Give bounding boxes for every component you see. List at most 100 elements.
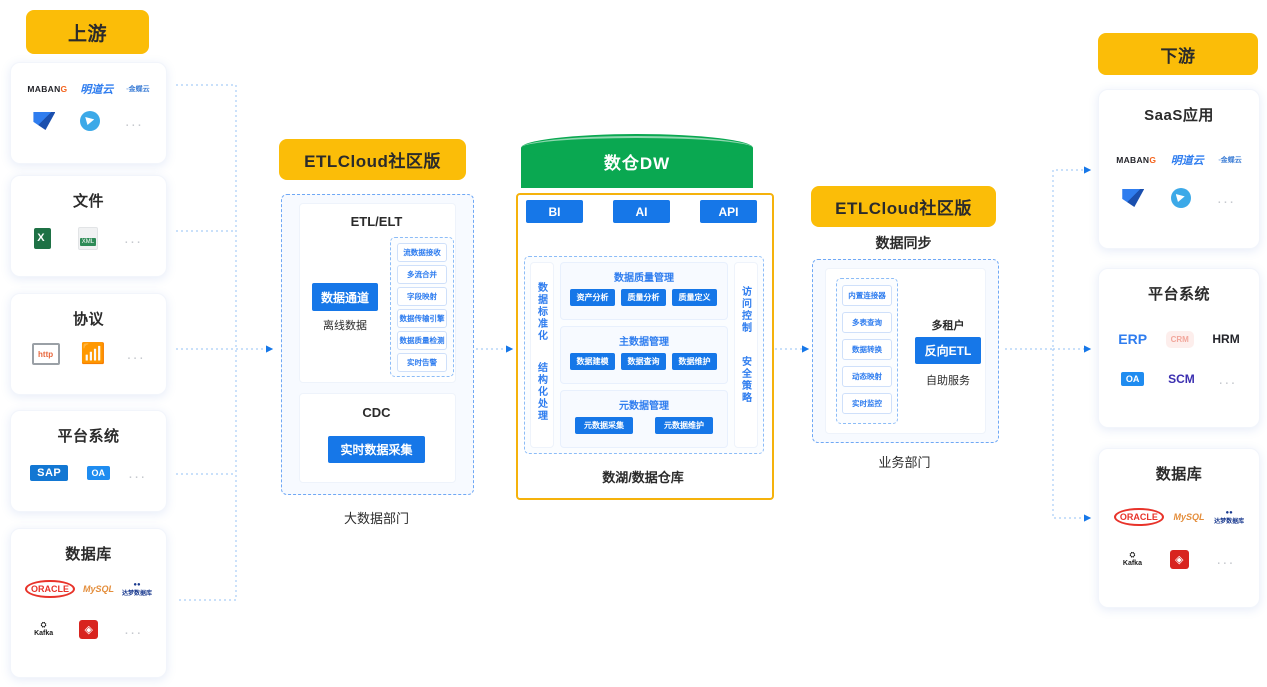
standardization-label-1: 数据标准化 bbox=[535, 282, 547, 342]
downstream-card-platform: 平台系统 ERP CRM HRM OA SCM ... bbox=[1098, 268, 1260, 428]
downstream-badge: 下游 bbox=[1098, 33, 1258, 75]
etlcloud-left-badge-label: ETLCloud社区版 bbox=[304, 152, 441, 171]
output-ai[interactable]: AI bbox=[613, 200, 670, 223]
scm-icon: SCM bbox=[1168, 372, 1195, 386]
more-dots: ... bbox=[124, 229, 143, 247]
output-bi[interactable]: BI bbox=[526, 200, 583, 223]
etl-left-caption: 大数据部门 bbox=[343, 511, 409, 526]
metadata-chip: 元数据维护 bbox=[655, 417, 713, 434]
reverse-etl-button[interactable]: 反向ETL bbox=[915, 337, 981, 364]
master-data-panel-title: 主数据管理 bbox=[619, 337, 669, 348]
more-dots: ... bbox=[126, 345, 146, 363]
upstream-badge: 上游 bbox=[26, 10, 149, 54]
oracle-icon: ORACLE bbox=[1113, 504, 1164, 530]
sync-chip: 数据转换 bbox=[842, 339, 892, 360]
downstream-badge-label: 下游 bbox=[1160, 46, 1196, 66]
more-dots: ... bbox=[125, 112, 144, 130]
standardization-label-2: 结构化处理 bbox=[535, 362, 547, 422]
mingdaoyun-icon: 明道云 bbox=[80, 84, 114, 96]
redis-icon: ◈ bbox=[79, 616, 99, 642]
card-title: 平台系统 bbox=[1147, 286, 1210, 303]
etlcloud-right-badge: ETLCloud社区版 bbox=[811, 186, 996, 227]
upstream-card-saas: MABANG 明道云 ◦金蝶云 ... bbox=[10, 62, 167, 164]
master-chip: 数据查询 bbox=[621, 353, 666, 370]
feature-chip: 数据传输引擎 bbox=[397, 309, 447, 328]
realtime-collect-button[interactable]: 实时数据采集 bbox=[328, 436, 425, 463]
more-dots: ... bbox=[1218, 370, 1238, 388]
quality-chip: 质量分析 bbox=[621, 289, 666, 306]
etl-right-caption: 业务部门 bbox=[878, 455, 931, 470]
more-dots: ... bbox=[124, 620, 143, 638]
mabang-icon: MABANG bbox=[27, 84, 68, 94]
etlcloud-right-badge-label: ETLCloud社区版 bbox=[835, 199, 972, 218]
dameng-icon: ●●达梦数据库 bbox=[121, 581, 152, 597]
kafka-icon: ⛭Kafka bbox=[1122, 551, 1142, 567]
upstream-badge-label: 上游 bbox=[67, 23, 107, 45]
sync-feature-list: 内置连接器 多表查询 数据转换 动态映射 实时监控 bbox=[836, 278, 898, 424]
mysql-icon: MySQL bbox=[1173, 512, 1205, 522]
more-dots: ... bbox=[1216, 550, 1236, 568]
jindieyun-icon: ◦金蝶云 bbox=[126, 86, 150, 93]
master-data-panel: 主数据管理 数据建模 数据查询 数据维护 bbox=[560, 326, 728, 384]
upstream-card-platform: 平台系统 SAP OA ... bbox=[10, 410, 167, 512]
card-title: 平台系统 bbox=[57, 428, 120, 445]
metadata-panel-title: 元数据管理 bbox=[619, 401, 669, 412]
dingtalk-icon bbox=[1122, 185, 1145, 211]
rss-icon: 📶 bbox=[80, 343, 106, 365]
sync-chip: 实时监控 bbox=[842, 393, 892, 414]
quality-chip: 资产分析 bbox=[570, 289, 615, 306]
feature-chip: 实时告警 bbox=[397, 353, 447, 372]
feature-chip: 字段映射 bbox=[397, 287, 447, 306]
upstream-card-file: 文件 ... bbox=[10, 175, 167, 277]
mabang-icon: MABANG bbox=[1116, 155, 1157, 165]
dw-label: 数仓DW bbox=[603, 153, 671, 173]
multitenant-label: 多租户 bbox=[931, 320, 965, 332]
mysql-icon: MySQL bbox=[82, 584, 114, 594]
downstream-card-database: 数据库 ORACLE MySQL ●●达梦数据库 ⛭Kafka ◈ ... bbox=[1098, 448, 1260, 608]
http-icon: http bbox=[31, 341, 60, 367]
quality-panel: 数据质量管理 资产分析 质量分析 质量定义 bbox=[560, 262, 728, 320]
card-title: 文件 bbox=[72, 193, 104, 210]
selfservice-label: 自助服务 bbox=[926, 375, 970, 387]
upstream-card-protocol: 协议 http 📶 ... bbox=[10, 293, 167, 395]
etlcloud-left-badge: ETLCloud社区版 bbox=[279, 139, 466, 180]
hrm-icon: HRM bbox=[1212, 332, 1240, 346]
card-title: 数据库 bbox=[1155, 466, 1203, 483]
quality-chip: 质量定义 bbox=[672, 289, 717, 306]
card-title: 数据库 bbox=[65, 546, 112, 563]
downstream-card-saas: SaaS应用 MABANG 明道云 ◦金蝶云 ... bbox=[1098, 89, 1260, 249]
sync-chip: 多表查询 bbox=[842, 312, 892, 333]
data-channel-button[interactable]: 数据通道 bbox=[312, 283, 378, 311]
etl-feature-list: 流数据接收 多流合并 字段映射 数据传输引擎 数据质量检测 实时告警 bbox=[390, 237, 454, 377]
sync-chip: 动态映射 bbox=[842, 366, 892, 387]
offline-data-label: 离线数据 bbox=[323, 320, 367, 332]
quality-panel-title: 数据质量管理 bbox=[614, 273, 674, 284]
feature-chip: 多流合并 bbox=[397, 265, 447, 284]
sap-icon: SAP bbox=[30, 460, 69, 486]
security-column bbox=[734, 262, 758, 448]
feature-chip: 数据质量检测 bbox=[397, 331, 447, 350]
standardization-column bbox=[530, 262, 554, 448]
card-title: 协议 bbox=[72, 311, 104, 328]
lanxin-icon bbox=[1170, 185, 1191, 211]
kafka-icon: ⛭Kafka bbox=[34, 621, 54, 637]
data-warehouse-cylinder: 数仓DW bbox=[521, 134, 753, 188]
erp-icon: ERP bbox=[1118, 331, 1148, 347]
xml-icon bbox=[77, 225, 98, 251]
redis-icon: ◈ bbox=[1169, 546, 1189, 572]
cdc-title: CDC bbox=[362, 405, 391, 420]
more-dots: ... bbox=[128, 464, 147, 482]
output-api[interactable]: API bbox=[700, 200, 757, 223]
more-dots: ... bbox=[1217, 189, 1236, 207]
metadata-chip: 元数据采集 bbox=[575, 417, 633, 434]
etl-elt-title: ETL/ELT bbox=[350, 214, 403, 229]
oa-icon: OA bbox=[86, 460, 111, 486]
dingtalk-icon bbox=[33, 108, 56, 134]
security-label-1: 访问控制 bbox=[739, 286, 751, 334]
cdc-box bbox=[299, 393, 456, 483]
master-chip: 数据维护 bbox=[672, 353, 717, 370]
lanxin-icon bbox=[80, 108, 101, 134]
excel-icon bbox=[34, 225, 52, 251]
master-chip: 数据建模 bbox=[570, 353, 615, 370]
